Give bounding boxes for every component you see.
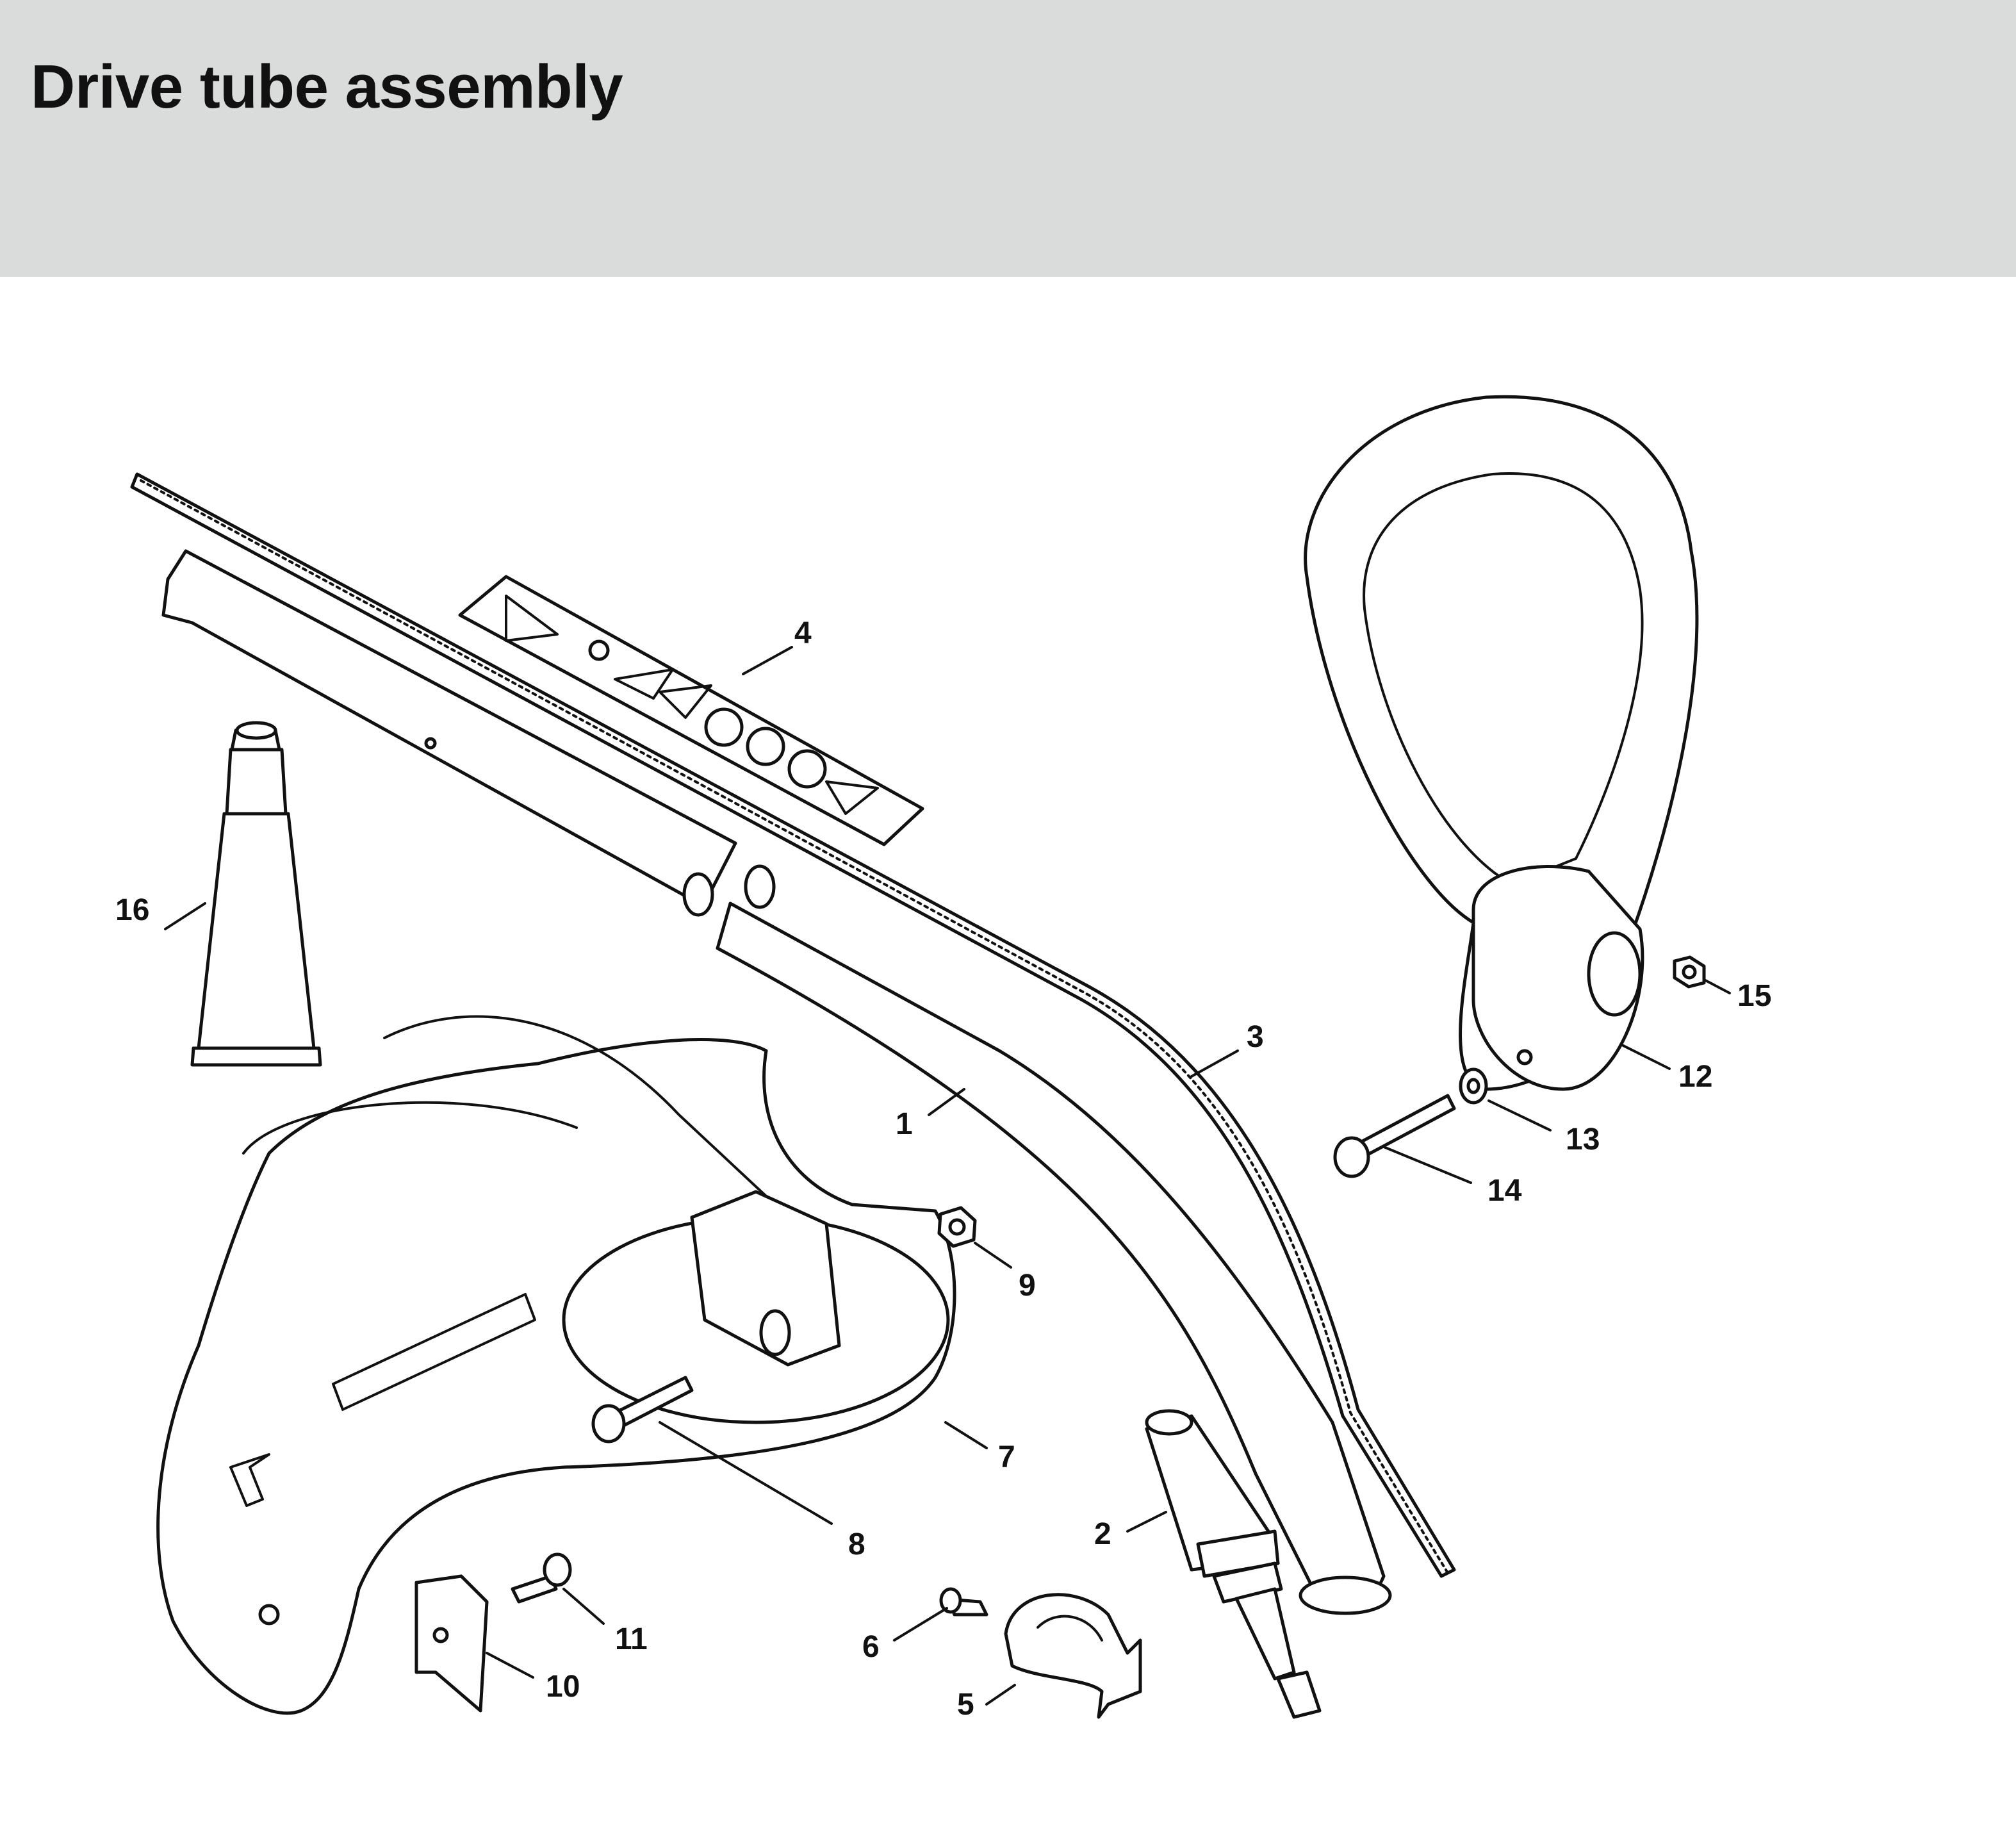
flex-drive-shaft (130, 472, 1456, 1578)
callout-16: 16 (115, 893, 149, 927)
leader-lines (164, 646, 1731, 1706)
callout-15: 15 (1737, 979, 1771, 1013)
drive-tube-upper (161, 549, 737, 917)
callout-7: 7 (998, 1440, 1015, 1474)
callout-1: 1 (896, 1107, 913, 1141)
screw-14 (1333, 1094, 1456, 1178)
callout-4: 4 (794, 616, 812, 650)
callout-3: 3 (1247, 1020, 1264, 1054)
callout-14: 14 (1487, 1174, 1522, 1208)
page-title: Drive tube assembly (31, 53, 623, 121)
drive-end-bushing (1145, 1409, 1322, 1719)
callout-labels: 1 2 3 4 5 6 7 8 9 10 11 12 13 14 15 16 (115, 616, 1771, 1722)
tube-clamp (1004, 1593, 1142, 1719)
grease-tube (190, 721, 322, 1067)
callout-11: 11 (615, 1622, 648, 1656)
nut-9 (937, 1206, 977, 1248)
callout-9: 9 (1019, 1269, 1036, 1303)
washer-13 (1459, 1067, 1488, 1105)
screw-8 (591, 1376, 694, 1444)
screw-11 (511, 1552, 572, 1604)
callout-6: 6 (862, 1630, 880, 1664)
loop-handle (1304, 395, 1699, 1091)
drive-tube-lower (716, 864, 1392, 1615)
callout-10: 10 (546, 1670, 580, 1704)
callout-8: 8 (848, 1527, 865, 1561)
callout-5: 5 (957, 1688, 974, 1722)
callout-2: 2 (1094, 1517, 1111, 1551)
callout-13: 13 (1566, 1123, 1600, 1156)
deflector-guard (156, 1015, 956, 1715)
nut-15 (1673, 955, 1706, 989)
callout-12: 12 (1678, 1060, 1712, 1094)
mount-bracket (414, 1574, 489, 1713)
header-band (0, 0, 2016, 277)
screw-6 (939, 1587, 988, 1617)
warning-decal (458, 575, 924, 846)
